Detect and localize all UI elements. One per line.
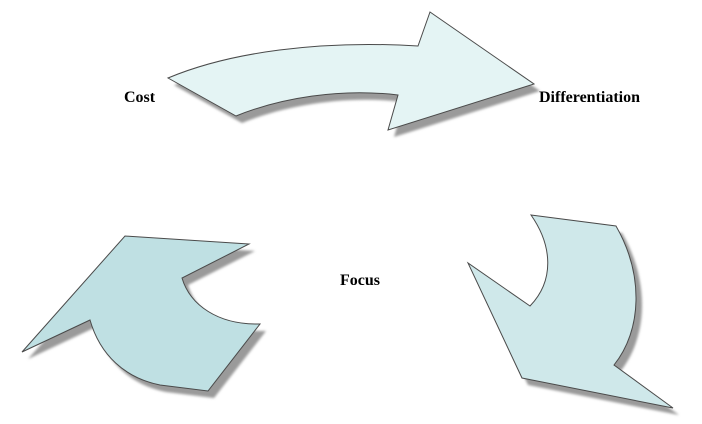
arrow-right [466,214,674,409]
label-focus: Focus [340,272,380,289]
arrow-differentiation-to-focus [466,214,679,415]
arrow-top [166,11,536,131]
arrow-cost-to-differentiation [166,11,540,137]
label-differentiation: Differentiation [539,89,641,106]
label-cost: Cost [124,89,156,106]
arrow-left [21,235,262,392]
arrow-focus-to-cost [21,235,266,398]
